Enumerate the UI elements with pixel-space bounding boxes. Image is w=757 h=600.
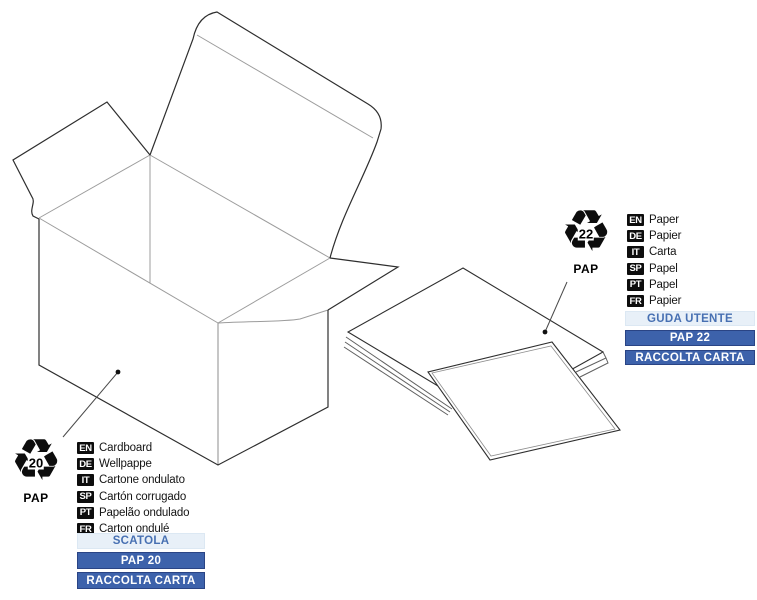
leader-dot-box [115,369,121,375]
lang-badge: PT [627,278,644,291]
lang-badge: IT [627,246,644,259]
lang-badge: PT [77,506,94,519]
lang-text: Papelão ondulado [99,506,190,519]
lang-text: Wellpappe [99,458,152,471]
lang-text: Papel [649,262,678,275]
lang-text: Cardboard [99,442,152,455]
list-item: SP Cartón corrugado [77,489,189,505]
leader-lines [62,281,568,438]
lang-badge: SP [77,490,94,503]
lang-badge: FR [627,295,644,308]
lang-text: Papier [649,230,682,243]
box-interior-lines [38,34,374,465]
list-item: SP Papel [627,261,681,277]
paper-stack [343,267,621,461]
recycling-symbol-pap20: ♻ 20 PAP [7,431,65,505]
lang-text: Papier [649,295,682,308]
recycle-code: 22 [577,226,595,242]
box-right-flap [327,257,400,311]
bar-guda-utente: GUDA UTENTE [625,311,755,326]
leader-dot-paper [542,329,548,335]
recycling-symbol-pap22: ♻ 22 PAP [557,202,615,276]
cardboard-box [12,11,400,466]
list-item: DE Wellpappe [77,456,189,472]
lang-text: Carton ondulé [99,523,170,536]
list-item: EN Cardboard [77,440,189,456]
recycle-material: PAP [23,491,49,505]
paper-language-list: EN Paper DE Papier IT Carta SP Papel PT … [627,212,681,309]
lang-badge: EN [627,214,644,227]
box-body [38,219,329,466]
lang-badge: EN [77,442,94,455]
lang-text: Carta [649,246,677,259]
lang-text: Paper [649,214,679,227]
lang-badge: SP [627,262,644,275]
lang-badge: FR [77,523,94,536]
list-item: EN Paper [627,212,681,228]
lang-badge: IT [77,474,94,487]
paper-bars: GUDA UTENTE PAP 22 RACCOLTA CARTA [625,311,755,365]
list-item: FR Carton ondulé [77,521,189,537]
lang-text: Papel [649,278,678,291]
bar-pap22: PAP 22 [625,330,755,346]
bar-pap20: PAP 20 [77,552,205,569]
list-item: FR Papier [627,293,681,309]
recycle-code: 20 [27,455,45,471]
bar-raccolta-carta: RACCOLTA CARTA [625,350,755,365]
list-item: PT Papel [627,277,681,293]
paper-pulled-sheet [427,341,621,461]
list-item: IT Carta [627,244,681,260]
box-bars: SCATOLA PAP 20 RACCOLTA CARTA [77,533,205,589]
box-lid-flap [149,11,382,259]
bar-scatola: SCATOLA [77,533,205,549]
lang-badge: DE [627,230,644,243]
list-item: IT Cartone ondulato [77,472,189,488]
bar-raccolta-carta: RACCOLTA CARTA [77,572,205,589]
box-left-flap [12,101,151,220]
lang-text: Cartón corrugado [99,490,187,503]
lang-text: Cartone ondulato [99,474,185,487]
list-item: PT Papelão ondulado [77,505,189,521]
lang-badge: DE [77,458,94,471]
recycle-material: PAP [573,262,599,276]
list-item: DE Papier [627,228,681,244]
box-language-list: EN Cardboard DE Wellpappe IT Cartone ond… [77,440,189,537]
